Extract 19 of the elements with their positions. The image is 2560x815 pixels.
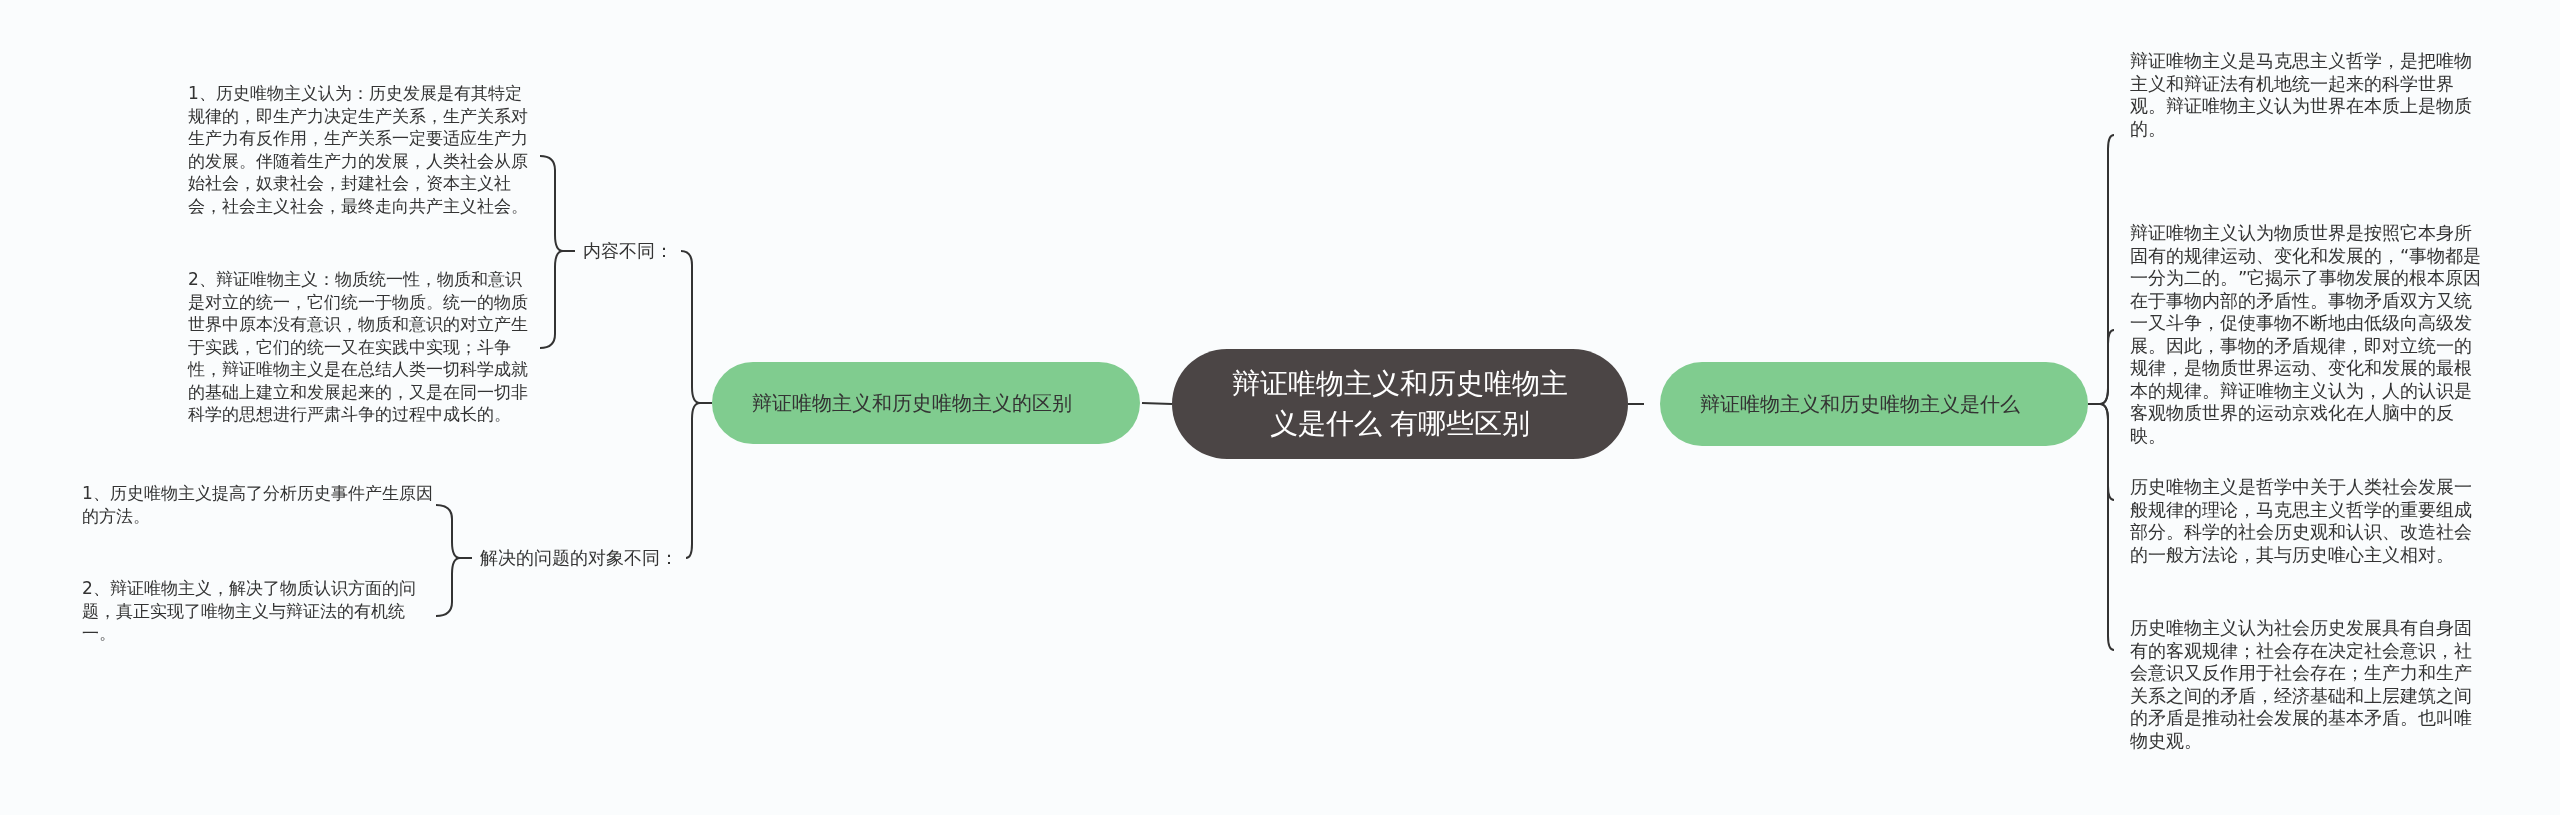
connector-line [539,250,576,349]
topic-pill: 辩证唯物主义和历史唯物主义是什么 [1660,362,2088,446]
branch-label: 解决的问题的对象不同： [480,547,678,569]
connector-line [1141,402,1173,405]
note-text: 1、历史唯物主义提高了分析历史事件产生原因的方法。 [82,482,434,527]
note-text: 辩证唯物主义是马克思主义哲学，是把唯物主义和辩证法有机地统一起来的科学世界观。辩证唯物主义认为世界在本质上是物质的。 [2130,50,2482,140]
note-text: 历史唯物主义认为社会历史发展具有自身固有的客观规律；社会存在决定社会意识，社会意识又反作用于社会存在；生产力和生产关系之间的矛盾，经济基础和上层建筑之间的矛盾是推动社会发展的基本矛盾。也叫唯物史观。 [2130,617,2482,752]
note-text: 2、辩证唯物主义：物质统一性，物质和意识是对立的统一，它们统一于物质。统一的物质世界中原本没有意识，物质和意识的对立产生于实践，它们的统一又在实践中实现；斗争性，辩证唯物主义是在总结人类一切科学成就的基础上建立和发展起来的，又是在同一切非科学的思想进行严肃斗争的过程中成长的。 [188,268,538,426]
central-topic: 辩证唯物主义和历史唯物主义是什么 有哪些区别 [1172,349,1628,459]
connector-line [685,402,713,559]
connector-line [435,557,473,617]
branch-label: 内容不同： [583,240,673,262]
note-text: 辩证唯物主义认为物质世界是按照它本身所固有的规律运动、变化和发展的，“事物都是一分为二的。”它揭示了事物发展的根本原因在于事物内部的矛盾性。事物矛盾双方又统一又斗争，促使事物不断地由低级向高级发展。因此，事物的矛盾规律，即对立统一的规律，是物质世界运动、变化和发展的最根本的规律。辩证唯物主义认为，人的认识是客观物质世界的运动京戏化在人脑中的反映。 [2130,222,2482,447]
connector-line [1627,403,1645,405]
connector-line [2087,403,2115,651]
note-text: 2、辩证唯物主义，解决了物质认识方面的问题，真正实现了唯物主义与辩证法的有机统一。 [82,577,434,645]
topic-pill: 辩证唯物主义和历史唯物主义的区别 [712,362,1140,444]
note-text: 历史唯物主义是哲学中关于人类社会发展一般规律的理论，马克思主义哲学的重要组成部分。科学的社会历史观和认识、改造社会的一般方法论，其与历史唯心主义相对。 [2130,476,2482,566]
note-text: 1、历史唯物主义认为：历史发展是有其特定规律的，即生产力决定生产关系，生产关系对生产力有反作用，生产关系一定要适应生产力的发展。伴随着生产力的发展，人类社会从原始社会，奴隶社会，封建社会，资本主义社会，社会主义社会，最终走向共产主义社会。 [188,82,538,217]
